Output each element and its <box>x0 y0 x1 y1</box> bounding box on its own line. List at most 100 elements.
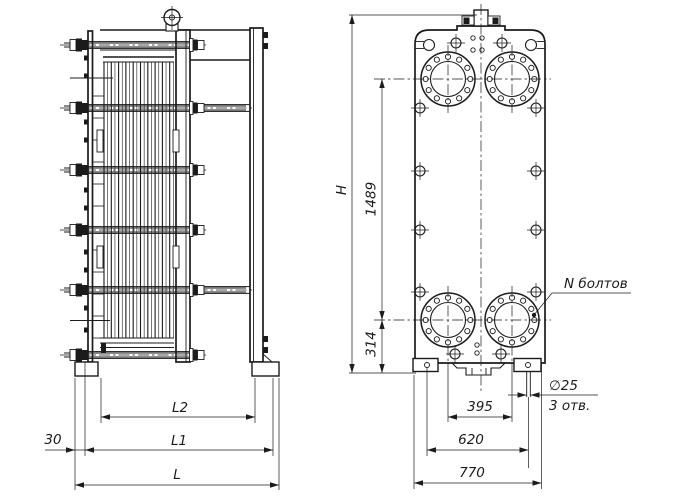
tie-bolt-mark <box>411 99 429 117</box>
flange-bolt-hole <box>467 316 474 324</box>
dim-770-label: 770 <box>459 465 485 481</box>
top-bar-assembly <box>461 9 501 27</box>
flange-bolt-hole <box>486 75 493 83</box>
left-foot-side <box>74 361 99 377</box>
flange-bolt-hole <box>422 316 429 324</box>
flange-bolt-hole <box>456 95 463 102</box>
tie-bolt-mark <box>411 221 429 239</box>
dim-L2: L2 <box>101 400 255 418</box>
right-foot-side <box>251 361 280 377</box>
front-view-dimensions: H 1489 314 395 620 <box>334 14 631 489</box>
flange-bolt-hole <box>422 75 429 83</box>
center-hole <box>470 35 476 41</box>
flange-bolt-hole <box>508 53 516 60</box>
tie-bolt-mark <box>527 99 545 117</box>
flange-bolt-hole <box>456 56 463 63</box>
side-view: L2 30 L1 L <box>44 6 280 490</box>
flange-bolt-hole <box>489 328 496 335</box>
dim-770: 770 <box>413 364 542 489</box>
dim-620-label: 620 <box>458 432 484 448</box>
tie-rod <box>60 283 252 297</box>
right-lifting-hole <box>524 38 538 52</box>
dim-L2-label: L2 <box>172 400 188 416</box>
plate-pack <box>100 56 174 354</box>
tie-rod <box>60 101 252 115</box>
clamp-bolt-marks <box>84 55 89 333</box>
dim-30-and-L1: 30 L1 <box>44 432 273 451</box>
dim-H-label: H <box>334 185 350 195</box>
flange-bolt-hole <box>433 336 440 343</box>
flange-bolt-hole <box>489 87 496 94</box>
flange-bolt-hole <box>464 328 471 335</box>
tie-bolt-mark <box>447 34 465 52</box>
movable-plate <box>175 29 191 363</box>
flange-bolt-hole <box>433 297 440 304</box>
dim-30-label: 30 <box>44 432 61 448</box>
center-hole <box>474 342 480 348</box>
hole-diameter-label: ∅25 <box>549 378 578 394</box>
left-foot-front <box>412 357 439 373</box>
flange-bolt-hole <box>444 53 452 60</box>
leader-dot <box>531 312 537 318</box>
tie-rod <box>60 348 206 362</box>
column-bolt <box>263 32 268 38</box>
column-bolt <box>263 43 268 49</box>
clamp-bolt <box>84 137 89 143</box>
dim-L-label: L <box>173 467 181 483</box>
flange-bolt-hole <box>497 56 504 63</box>
flange-bolt-hole <box>508 339 516 346</box>
front-view: H 1489 314 395 620 <box>334 4 631 489</box>
dim-395: 395 <box>447 363 513 422</box>
flange-bolt-hole <box>497 297 504 304</box>
flange-bolt-hole <box>531 316 538 324</box>
flange-bolt-hole <box>486 316 493 324</box>
guide-notches <box>96 129 180 269</box>
flange-bolt-hole <box>456 297 463 304</box>
dim-395-label: 395 <box>467 399 493 415</box>
clamp-bolt <box>84 249 89 255</box>
dim-H: H <box>334 15 353 373</box>
tie-bolt-mark <box>527 221 545 239</box>
side-view-dimensions: L2 30 L1 L <box>44 362 280 490</box>
center-hole <box>479 35 485 41</box>
tie-bolt-mark <box>493 34 511 52</box>
roller-wheel <box>161 6 183 32</box>
port-flange-top-left <box>420 51 476 107</box>
flange-bolt-hole <box>425 328 432 335</box>
flange-bolt-hole <box>425 305 432 312</box>
hole-count-label: 3 отв. <box>549 398 590 414</box>
flange-bolt-hole <box>425 87 432 94</box>
port-flanges <box>420 51 540 348</box>
flange-bolt-hole <box>489 305 496 312</box>
flange-bolt-hole <box>508 98 516 105</box>
port-flange-bottom-right <box>484 292 540 348</box>
note-hole-diameter: ∅25 3 отв. <box>508 371 598 414</box>
column-bolt <box>263 336 268 342</box>
right-anchor-hole <box>525 362 531 368</box>
column-bolt <box>263 347 268 353</box>
flange-bolt-hole <box>464 87 471 94</box>
flange-bolt-hole <box>464 305 471 312</box>
dim-L1-label: L1 <box>171 433 187 449</box>
flange-bolt-hole <box>497 336 504 343</box>
clamp-bolt <box>84 305 89 311</box>
clamp-bolt <box>84 73 89 79</box>
flange-bolt-hole <box>425 64 432 71</box>
tie-rod <box>60 38 206 52</box>
dim-1489-314: 1489 314 <box>364 79 383 373</box>
left-lifting-hole <box>422 38 436 52</box>
flange-bolt-hole <box>467 75 474 83</box>
tie-bolt-mark <box>446 345 464 363</box>
bottom-bracket <box>451 362 506 376</box>
tie-rod <box>60 163 206 177</box>
flange-bolt-hole <box>489 64 496 71</box>
dim-620: 620 <box>426 368 529 468</box>
tie-bolt-mark <box>527 162 545 180</box>
clamp-bolt <box>84 55 89 61</box>
flange-bolt-hole <box>520 297 527 304</box>
dimension-arrowheads <box>66 15 542 488</box>
frame-plate <box>414 25 546 364</box>
flange-bolt-hole <box>444 339 452 346</box>
lifting-holes <box>415 38 545 52</box>
flange-bolt-hole <box>528 328 535 335</box>
